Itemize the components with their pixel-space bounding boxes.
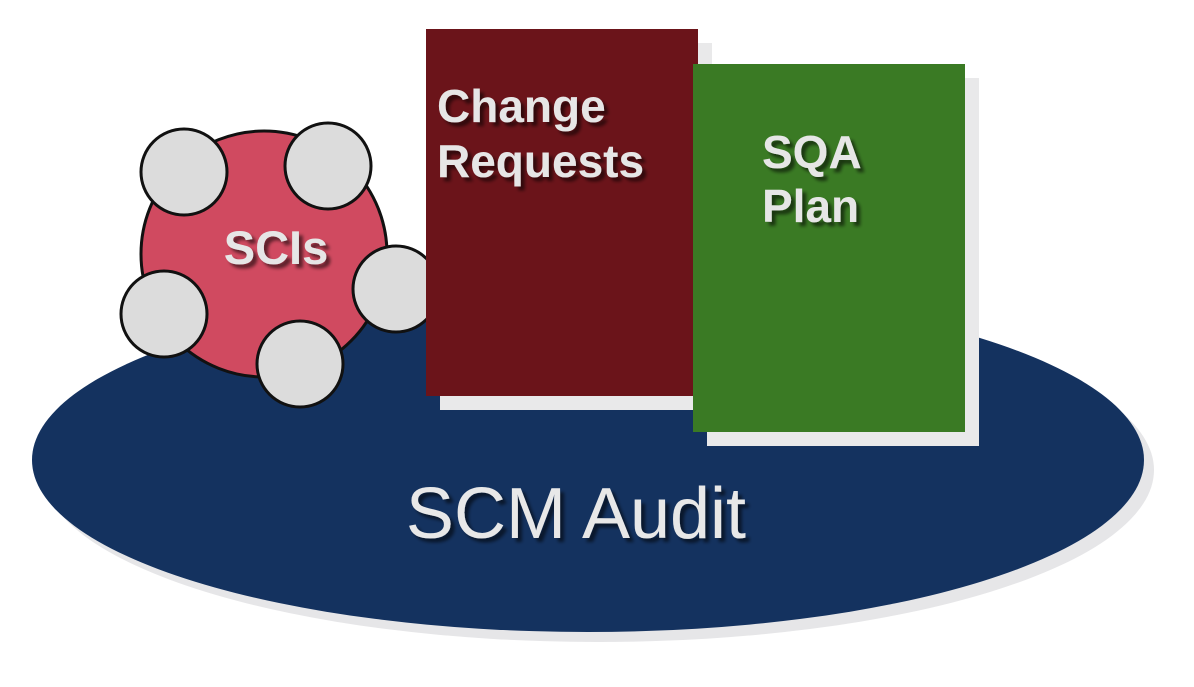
sqa-plan-document: SQA Plan: [693, 64, 979, 446]
scis-cluster: SCIs: [119, 121, 441, 409]
sci-item-circle: [255, 319, 345, 409]
change-requests-document: Change Requests: [426, 29, 712, 410]
sqa-plan-label-line1: SQA: [762, 126, 862, 178]
sci-item-circle: [119, 269, 209, 359]
change-requests-box: [426, 29, 698, 396]
change-requests-label-line2: Requests: [437, 135, 644, 187]
scm-audit-label: SCM Audit: [406, 474, 746, 554]
sci-item-circle: [283, 121, 373, 211]
sqa-plan-label-line2: Plan: [762, 180, 859, 232]
sqa-plan-box: [693, 64, 965, 432]
scis-label: SCIs: [224, 221, 329, 274]
change-requests-label-line1: Change: [437, 80, 606, 132]
sci-item-circle: [139, 127, 229, 217]
